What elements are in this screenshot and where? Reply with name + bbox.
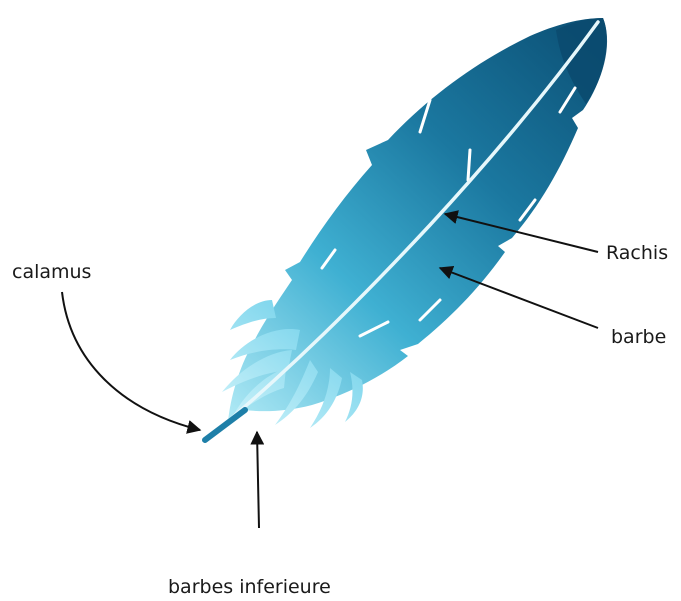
calamus-quill: [205, 410, 245, 440]
label-calamus: calamus: [12, 263, 91, 282]
label-rachis: Rachis: [606, 244, 668, 263]
label-barbe: barbe: [611, 328, 666, 347]
arrow-calamus: [62, 292, 200, 430]
arrow-barbes-inferieure: [257, 432, 259, 528]
label-barbes-inferieure: barbes inferieure: [168, 578, 331, 597]
